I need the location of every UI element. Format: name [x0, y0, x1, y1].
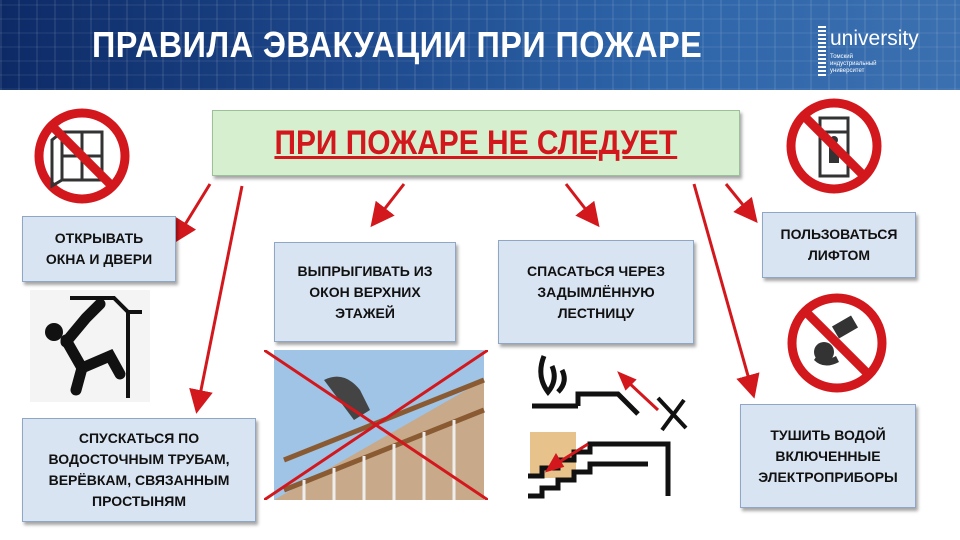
jumping-photo-image [264, 350, 488, 500]
item-windows-text: ОТКРЫВАТЬ ОКНА И ДВЕРИ [45, 230, 153, 267]
arrow-to-water [692, 183, 760, 399]
no-elevator-icon [786, 98, 882, 194]
header-pattern [0, 0, 960, 90]
arrow-to-stairs [564, 183, 600, 228]
item-jump-text: ВЫПРЫГИВАТЬ ИЗ ОКОН ВЕРХНИХ ЭТАЖЕЙ [297, 262, 433, 321]
banner-text: ПРИ ПОЖАРЕ НЕ СЛЕДУЕТ [274, 123, 678, 162]
item-elevator: ПОЛЬЗОВАТЬСЯ ЛИФТОМ [762, 212, 916, 278]
no-window-icon [34, 108, 130, 204]
logo-subtitle: Томский индустриальный университет [830, 54, 877, 74]
header-bar: ПРАВИЛА ЭВАКУАЦИИ ПРИ ПОЖАРЕ university … [0, 0, 960, 90]
item-pipes: СПУСКАТЬСЯ ПО ВОДОСТОЧНЫМ ТРУБАМ, ВЕРЁВК… [22, 418, 256, 522]
item-stairs-text: СПАСАТЬСЯ ЧЕРЕЗ ЗАДЫМЛЁННУЮ ЛЕСТНИЦУ [526, 262, 666, 321]
item-water-text: ТУШИТЬ ВОДОЙ ВКЛЮЧЕННЫЕ ЭЛЕКТРОПРИБОРЫ [758, 426, 898, 485]
logo-mark-icon [818, 26, 826, 76]
arrow-to-windows [173, 183, 212, 244]
smoky-stairs-icon [528, 355, 688, 499]
item-windows: ОТКРЫВАТЬ ОКНА И ДВЕРИ [22, 216, 176, 282]
arrow-to-elevator [724, 183, 758, 223]
climbing-person-icon [30, 290, 150, 402]
item-stairs: СПАСАТЬСЯ ЧЕРЕЗ ЗАДЫМЛЁННУЮ ЛЕСТНИЦУ [498, 240, 694, 344]
page-title: ПРАВИЛА ЭВАКУАЦИИ ПРИ ПОЖАРЕ [92, 24, 703, 65]
item-water: ТУШИТЬ ВОДОЙ ВКЛЮЧЕННЫЕ ЭЛЕКТРОПРИБОРЫ [740, 404, 916, 508]
logo-wordmark: university [830, 27, 919, 50]
item-elevator-text: ПОЛЬЗОВАТЬСЯ ЛИФТОМ [780, 226, 898, 263]
main-banner: ПРИ ПОЖАРЕ НЕ СЛЕДУЕТ [212, 110, 740, 176]
arrow-to-pipes [189, 185, 244, 414]
no-water-on-electrics-icon [787, 293, 887, 393]
item-jump: ВЫПРЫГИВАТЬ ИЗ ОКОН ВЕРХНИХ ЭТАЖЕЙ [274, 242, 456, 342]
arrow-to-jump [370, 183, 406, 228]
item-pipes-text: СПУСКАТЬСЯ ПО ВОДОСТОЧНЫМ ТРУБАМ, ВЕРЁВК… [48, 430, 230, 509]
